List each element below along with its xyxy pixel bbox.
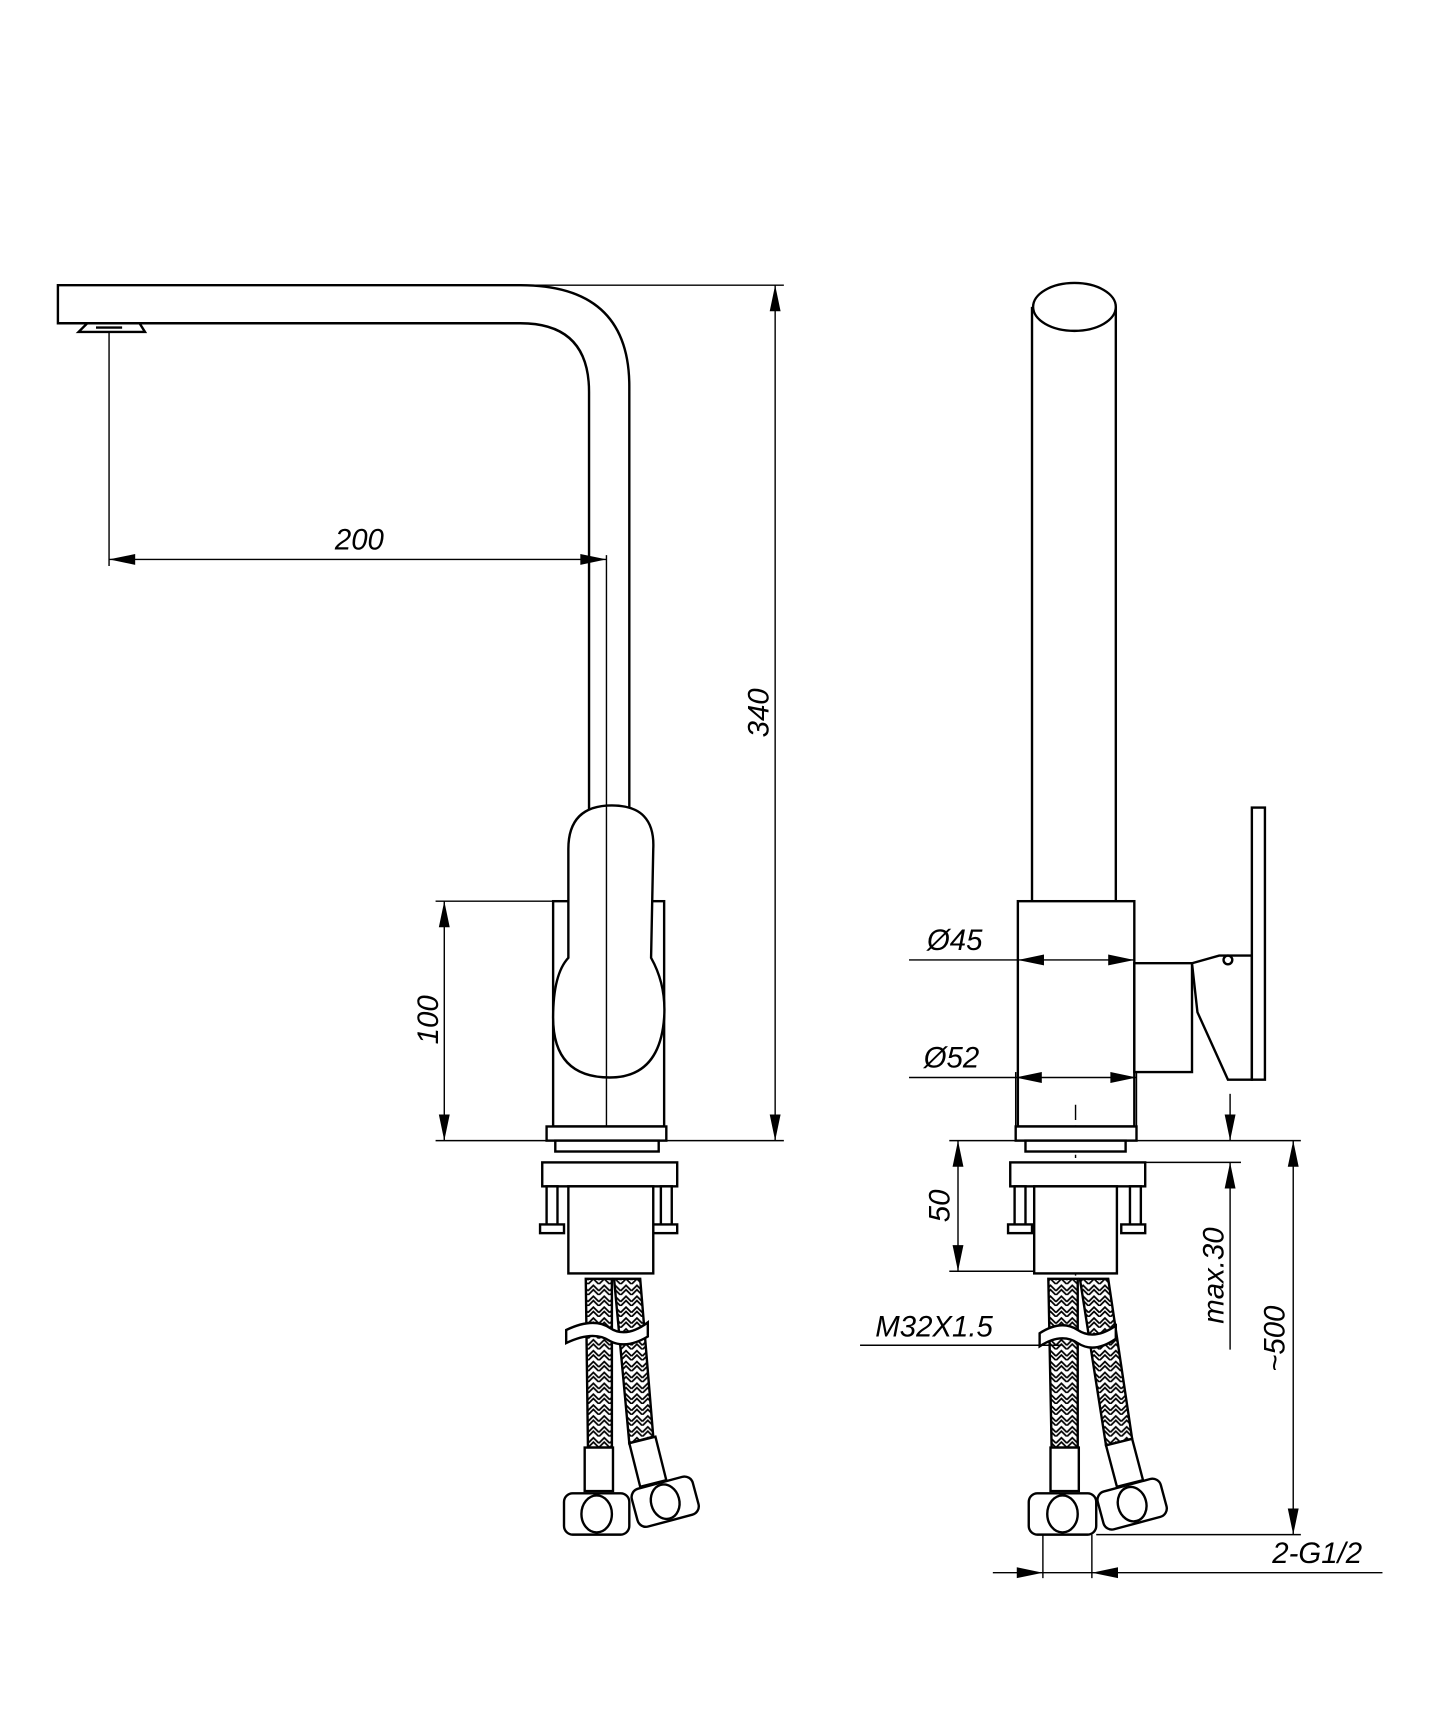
spout — [56, 283, 631, 811]
dimension-500: ~500 — [1096, 1140, 1301, 1536]
dim-label-200: 200 — [334, 524, 385, 557]
thread-callout: M32X1.5 — [860, 1311, 1062, 1346]
hex-nut — [1096, 1477, 1168, 1531]
hex-nut — [562, 1492, 631, 1536]
dim-label-d52: Ø52 — [923, 1042, 980, 1075]
hex-nut — [1027, 1492, 1098, 1536]
dimension-50: 50 — [923, 1139, 1301, 1272]
faucet-body — [1016, 899, 1136, 1128]
hex-nut — [630, 1475, 700, 1529]
dim-label-d45: Ø45 — [926, 924, 983, 957]
handle-block — [1133, 962, 1194, 1074]
dimension-g12: 2-G1/2 — [992, 1534, 1383, 1579]
dim-label-max30: max.30 — [1198, 1227, 1231, 1324]
dim-label-thread: M32X1.5 — [875, 1311, 993, 1344]
mounting-nut — [1009, 1161, 1147, 1188]
hose — [1047, 1277, 1079, 1449]
lever — [1250, 806, 1267, 1081]
shank — [567, 1185, 655, 1275]
dim-label-50: 50 — [923, 1189, 956, 1222]
base-plate — [545, 1125, 668, 1142]
hose — [584, 1277, 614, 1449]
dimension-max30: max.30 — [1145, 1093, 1241, 1350]
front-view: Ø45 Ø52 50 max.30 ~500 — [860, 281, 1383, 1579]
dim-label-340: 340 — [743, 688, 776, 738]
dim-label-connections: 2-G1/2 — [1271, 1537, 1362, 1570]
dimension-340: 340 — [520, 284, 784, 1142]
hose — [612, 1277, 655, 1445]
dimension-d45: Ø45 — [909, 924, 1135, 966]
dimension-d52: Ø52 — [909, 1042, 1138, 1127]
tube — [1030, 306, 1118, 902]
dimension-100: 100 — [412, 900, 554, 1142]
hose — [1078, 1277, 1134, 1447]
aerator — [75, 322, 148, 334]
dimension-200: 200 — [108, 331, 607, 566]
side-view: 200 340 100 — [56, 283, 784, 1536]
mounting-nut — [541, 1161, 679, 1188]
handle — [551, 804, 666, 1079]
dim-label-500: ~500 — [1259, 1305, 1292, 1372]
shank — [1032, 1185, 1119, 1275]
dim-label-100: 100 — [412, 995, 445, 1045]
